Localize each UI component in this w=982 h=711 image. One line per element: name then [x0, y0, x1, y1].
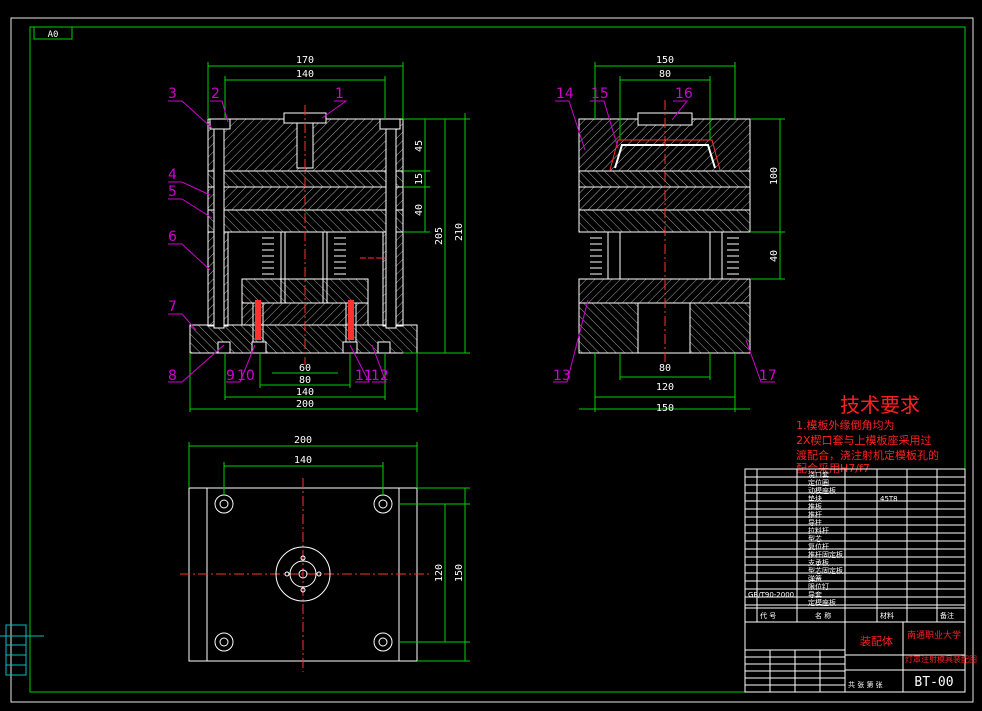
front-dim-top-1: 140 [296, 69, 314, 80]
standard-ref: GB/T90-2000 [748, 591, 794, 599]
drawing-title: 灯罩注射模具装配图 [905, 654, 977, 664]
side-dim-top-1: 80 [659, 69, 671, 80]
tech-req-line-4: 配合采用H7/f7 [796, 461, 870, 475]
hdr-remark: 备注 [940, 611, 954, 620]
inner-frame [29, 26, 966, 693]
side-dim-right-0: 100 [769, 167, 780, 185]
plan-dim-right-0: 120 [434, 564, 445, 582]
front-dim-bottom-3: 200 [296, 399, 314, 410]
part-name-2: 推杆 [808, 510, 822, 519]
part-name-12: 导套 [808, 590, 822, 599]
tech-req-line-1: 1.模板外缘倒角均为 [796, 418, 895, 432]
plan-dim-right-1: 150 [454, 564, 465, 582]
part-name-16: 动模座板 [808, 486, 836, 495]
plan-view: 200 140 120 150 [180, 435, 470, 672]
side-dim-bottom-1: 120 [656, 382, 674, 393]
part-name-8: 支承板 [808, 558, 829, 567]
tech-req-line-2: 2X楔口套与上模板座采用过 [796, 433, 932, 447]
sheet-size-label: A0 [48, 30, 59, 40]
balloon-3: 3 [168, 86, 177, 102]
part-name-6: 复位杆 [808, 542, 829, 551]
tech-req-title: 技术要求 [840, 393, 920, 417]
part-name-7: 推杆固定板 [808, 550, 843, 559]
part-name-0: 垫块 [808, 494, 822, 503]
front-dim-right-1: 15 [414, 173, 425, 185]
material-note: 45T8 [880, 495, 898, 503]
size-tag-box [33, 26, 73, 40]
balloon-7: 7 [168, 299, 177, 315]
part-name-14: 浇口套 [808, 470, 829, 479]
front-view: 170 140 45 15 40 205 210 60 80 140 200 3… [168, 55, 470, 412]
plan-dim-top-1: 140 [294, 455, 312, 466]
sheet-info: 共 张 第 张 [848, 680, 883, 689]
side-dim-right-1: 40 [769, 250, 780, 262]
part-name-9: 型芯固定板 [808, 566, 843, 575]
technical-requirements: 技术要求 1.模板外缘倒角均为 2X楔口套与上模板座采用过 渡配合，浇注射机定模… [796, 393, 939, 475]
side-view: 150 80 100 40 80 120 150 14 15 16 13 17 [553, 55, 785, 414]
school-name: 南通职业大学 [907, 629, 961, 641]
balloon-11: 11 [355, 368, 373, 384]
front-dim-bottom-0: 60 [299, 363, 311, 374]
part-name-15: 定位圈 [808, 478, 829, 487]
plan-dim-top-0: 200 [294, 435, 312, 446]
front-dim-bottom-2: 140 [296, 387, 314, 398]
side-dim-bottom-2: 150 [656, 403, 674, 414]
part-name-1: 推板 [808, 502, 822, 511]
title-block: 垫块 推板 推杆 导柱 拉料杆 型芯 复位杆 推杆固定板 支承板 型芯固定板 弹… [744, 468, 977, 693]
front-dim-right-0: 45 [414, 140, 425, 152]
hdr-material: 材料 [880, 611, 894, 620]
part-name-5: 型芯 [808, 534, 822, 543]
part-name-10: 弹簧 [808, 574, 822, 583]
balloon-1: 1 [335, 86, 344, 102]
tech-req-line-3: 渡配合，浇注射机定模板孔的 [796, 448, 939, 462]
balloon-10: 10 [237, 368, 255, 384]
balloon-12: 12 [371, 368, 389, 384]
balloon-14: 14 [556, 86, 574, 102]
front-dim-top-0: 170 [296, 55, 314, 66]
hdr-name: 名 称 [815, 611, 831, 620]
balloon-4: 4 [168, 167, 177, 183]
part-name-4: 拉料杆 [808, 526, 829, 535]
balloon-16: 16 [675, 86, 693, 102]
balloon-13: 13 [553, 368, 571, 384]
drawing-number: BT-00 [914, 675, 953, 690]
outer-border [10, 17, 974, 703]
front-dim-bottom-1: 80 [299, 375, 311, 386]
scale-widget [0, 624, 44, 676]
part-name-13: 定模座板 [808, 598, 836, 607]
front-dim-right-4: 210 [454, 223, 465, 241]
balloon-2: 2 [211, 86, 220, 102]
side-dim-top-0: 150 [656, 55, 674, 66]
balloon-6: 6 [168, 229, 177, 245]
part-name-11: 限位钉 [808, 582, 829, 591]
part-name-3: 导柱 [808, 518, 822, 527]
balloon-8: 8 [168, 368, 177, 384]
assembly-label: 装配体 [860, 634, 893, 648]
side-dim-bottom-0: 80 [659, 363, 671, 374]
balloon-9: 9 [226, 368, 235, 384]
balloon-15: 15 [591, 86, 609, 102]
front-dim-right-2: 40 [414, 204, 425, 216]
balloon-5: 5 [168, 184, 177, 200]
hdr-code: 代 号 [760, 611, 776, 620]
balloon-17: 17 [759, 368, 777, 384]
front-dim-right-3: 205 [434, 227, 445, 245]
